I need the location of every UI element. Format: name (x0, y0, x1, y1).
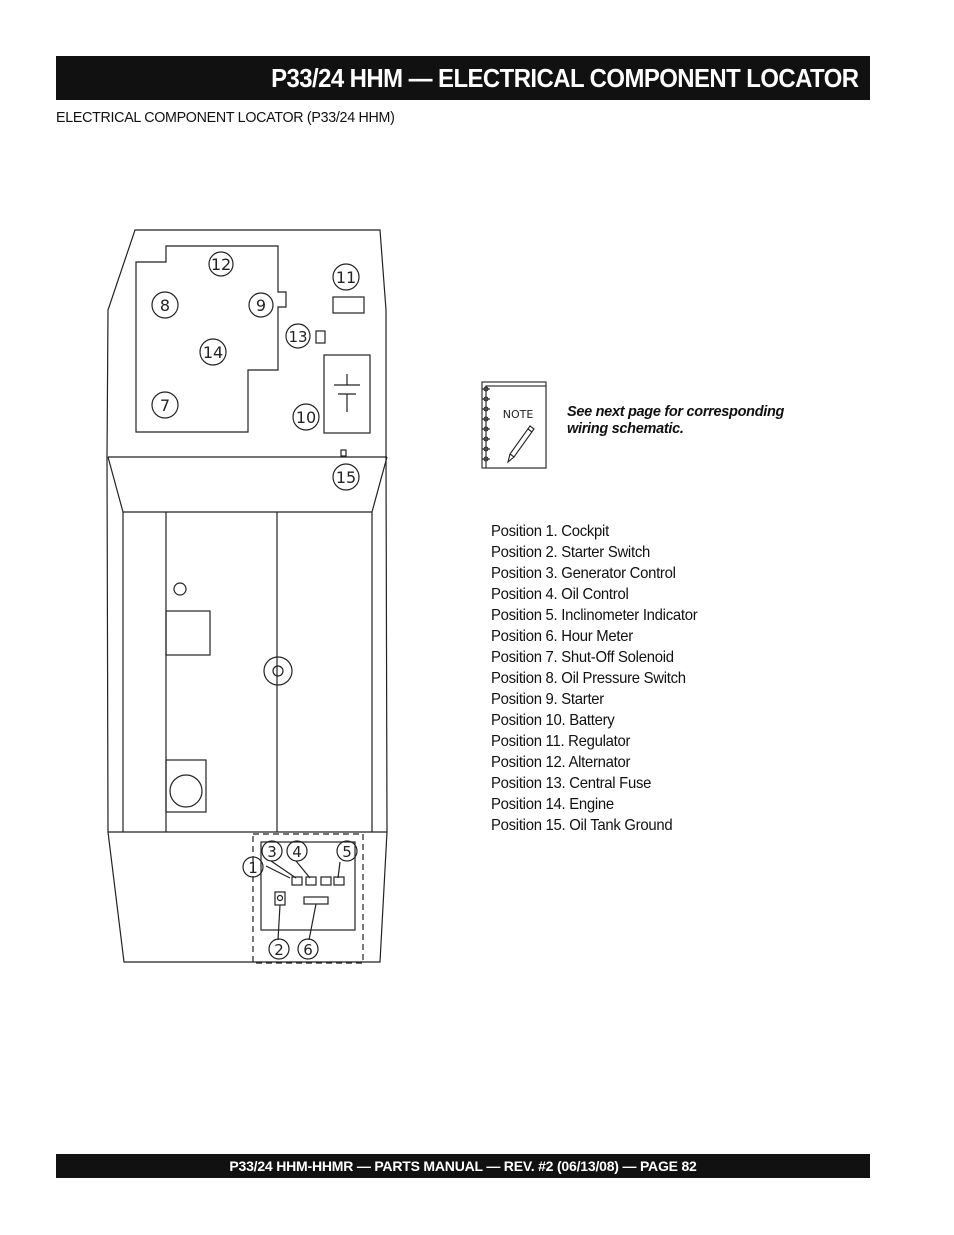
list-item: Position 13. Central Fuse (491, 775, 652, 792)
svg-text:5: 5 (342, 843, 352, 861)
svg-text:12: 12 (211, 255, 231, 274)
list-item: Position 7. Shut-Off Solenoid (491, 649, 674, 666)
svg-text:4: 4 (292, 843, 302, 861)
list-item: Position 2. Starter Switch (491, 544, 650, 561)
list-item: Position 6. Hour Meter (491, 628, 633, 645)
callout-12: 12 (208, 251, 234, 277)
callout-11: 11 (332, 263, 360, 291)
frame-outline (106, 229, 388, 963)
regulator-box (332, 296, 365, 314)
svg-text:1: 1 (248, 859, 258, 877)
callout-2: 2 (268, 938, 290, 960)
center-bolt-outer (263, 656, 293, 686)
callout-5: 5 (336, 840, 358, 862)
svg-text:8: 8 (160, 296, 170, 315)
component-locator-diagram: 12 11 8 9 13 14 7 10 15 3 4 5 (106, 229, 388, 964)
callout-10: 10 (292, 403, 320, 431)
fuse-box (315, 330, 326, 344)
notepad-icon: NOTE (481, 381, 547, 469)
page-title: P33/24 HHM — ELECTRICAL COMPONENT LOCATO… (270, 63, 859, 93)
spiral-rings (482, 386, 490, 462)
list-item: Position 1. Cockpit (491, 523, 609, 540)
position-list: Position 1. Cockpit Position 2. Starter … (491, 521, 713, 836)
callout-9: 9 (248, 292, 274, 318)
svg-text:13: 13 (288, 328, 307, 346)
callout-15: 15 (332, 463, 360, 491)
callout-7: 7 (151, 391, 179, 419)
list-item: Position 14. Engine (491, 796, 614, 813)
svg-text:7: 7 (160, 396, 170, 415)
list-item: Position 9. Starter (491, 691, 604, 708)
cockpit-outline (252, 833, 364, 964)
ground-tab (340, 449, 347, 457)
pencil-icon (507, 425, 535, 464)
list-item: Position 11. Regulator (491, 733, 631, 750)
figure-caption: ELECTRICAL COMPONENT LOCATOR (P33/24 HHM… (56, 109, 395, 126)
svg-text:2: 2 (274, 941, 284, 959)
callout-8: 8 (151, 291, 179, 319)
callout-1: 1 (242, 856, 264, 878)
list-item: Position 12. Alternator (491, 754, 631, 771)
svg-text:15: 15 (336, 468, 356, 487)
footer-bar: P33/24 HHM-HHMR — PARTS MANUAL — REV. #2… (56, 1154, 870, 1178)
callout-14: 14 (199, 338, 227, 366)
footer-text: P33/24 HHM-HHMR — PARTS MANUAL — REV. #2… (229, 1158, 697, 1174)
svg-text:10: 10 (296, 408, 316, 427)
title-bar: P33/24 HHM — ELECTRICAL COMPONENT LOCATO… (56, 56, 870, 100)
callout-6: 6 (297, 938, 319, 960)
battery-outline (323, 354, 371, 434)
callout-13: 13 (285, 323, 311, 349)
engine-outline (135, 245, 287, 433)
callout-4: 4 (286, 840, 308, 862)
svg-text:3: 3 (267, 843, 277, 861)
list-item: Position 15. Oil Tank Ground (491, 817, 673, 834)
svg-text:11: 11 (336, 268, 356, 287)
list-item: Position 4. Oil Control (491, 586, 629, 603)
svg-text:9: 9 (256, 296, 266, 315)
list-item: Position 8. Oil Pressure Switch (491, 670, 686, 687)
list-item: Position 10. Battery (491, 712, 615, 729)
callout-3: 3 (261, 840, 283, 862)
svg-text:14: 14 (203, 343, 223, 362)
list-item: Position 3. Generator Control (491, 565, 676, 582)
note-icon-label: NOTE (503, 408, 534, 421)
list-item: Position 5. Inclinometer Indicator (491, 607, 698, 624)
svg-text:6: 6 (303, 941, 313, 959)
note-text: See next page for corresponding wiring s… (567, 404, 785, 437)
